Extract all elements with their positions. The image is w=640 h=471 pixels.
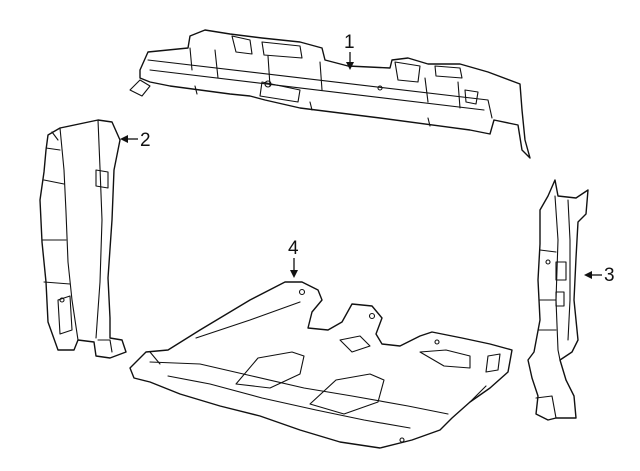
arrow-3: [584, 271, 592, 279]
part-3-right-deflector: [527, 179, 589, 421]
arrow-2: [120, 135, 128, 143]
callout-4: 4: [288, 238, 299, 278]
part-4-splash-shield: [129, 281, 513, 449]
callout-label-1: 1: [344, 32, 355, 53]
part-1-upper-cover: [129, 29, 531, 159]
callout-3: 3: [584, 265, 615, 286]
part-2-left-deflector: [39, 119, 127, 359]
callout-2: 2: [120, 130, 151, 151]
callout-1: 1: [344, 32, 355, 70]
callout-label-4: 4: [288, 238, 299, 259]
arrow-1: [346, 62, 354, 70]
callout-label-3: 3: [604, 265, 615, 286]
callout-label-2: 2: [140, 130, 151, 151]
arrow-4: [290, 270, 298, 278]
